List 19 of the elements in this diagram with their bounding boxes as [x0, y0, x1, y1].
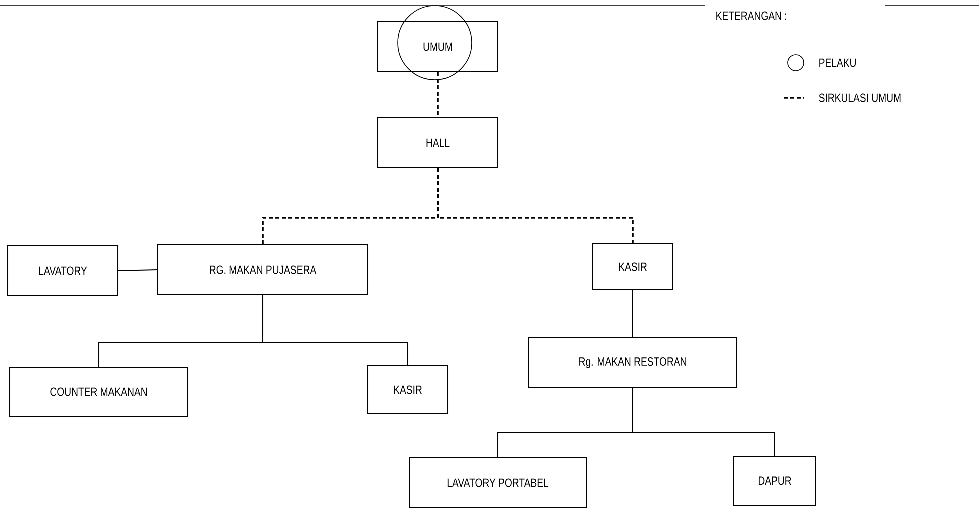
room-box: HALL [378, 118, 498, 168]
room-box: Rg. MAKAN RESTORAN [528, 338, 738, 388]
room-box: UMUM [378, 6, 498, 80]
connector-line [437, 168, 634, 244]
room-box: KASIR [592, 244, 674, 290]
connector-line [118, 270, 158, 272]
connector-line [632, 388, 776, 456]
connector-line [632, 290, 634, 338]
connector-line [437, 72, 439, 118]
room-box: COUNTER MAKANAN [10, 367, 188, 417]
connector-line [262, 295, 408, 366]
room-box: RG. MAKAN PUJASERA [158, 244, 368, 296]
room-box: LAVATORY PORTABEL [409, 458, 587, 508]
legend-title: KETERANGAN : [716, 12, 786, 20]
legend-text: PELAKU [820, 58, 856, 68]
room-box: LAVATORY [8, 246, 119, 296]
legend-text: SIRKULASI UMUM [819, 94, 901, 102]
room-box: DAPUR [734, 456, 816, 506]
room-box: KASIR [368, 366, 448, 414]
